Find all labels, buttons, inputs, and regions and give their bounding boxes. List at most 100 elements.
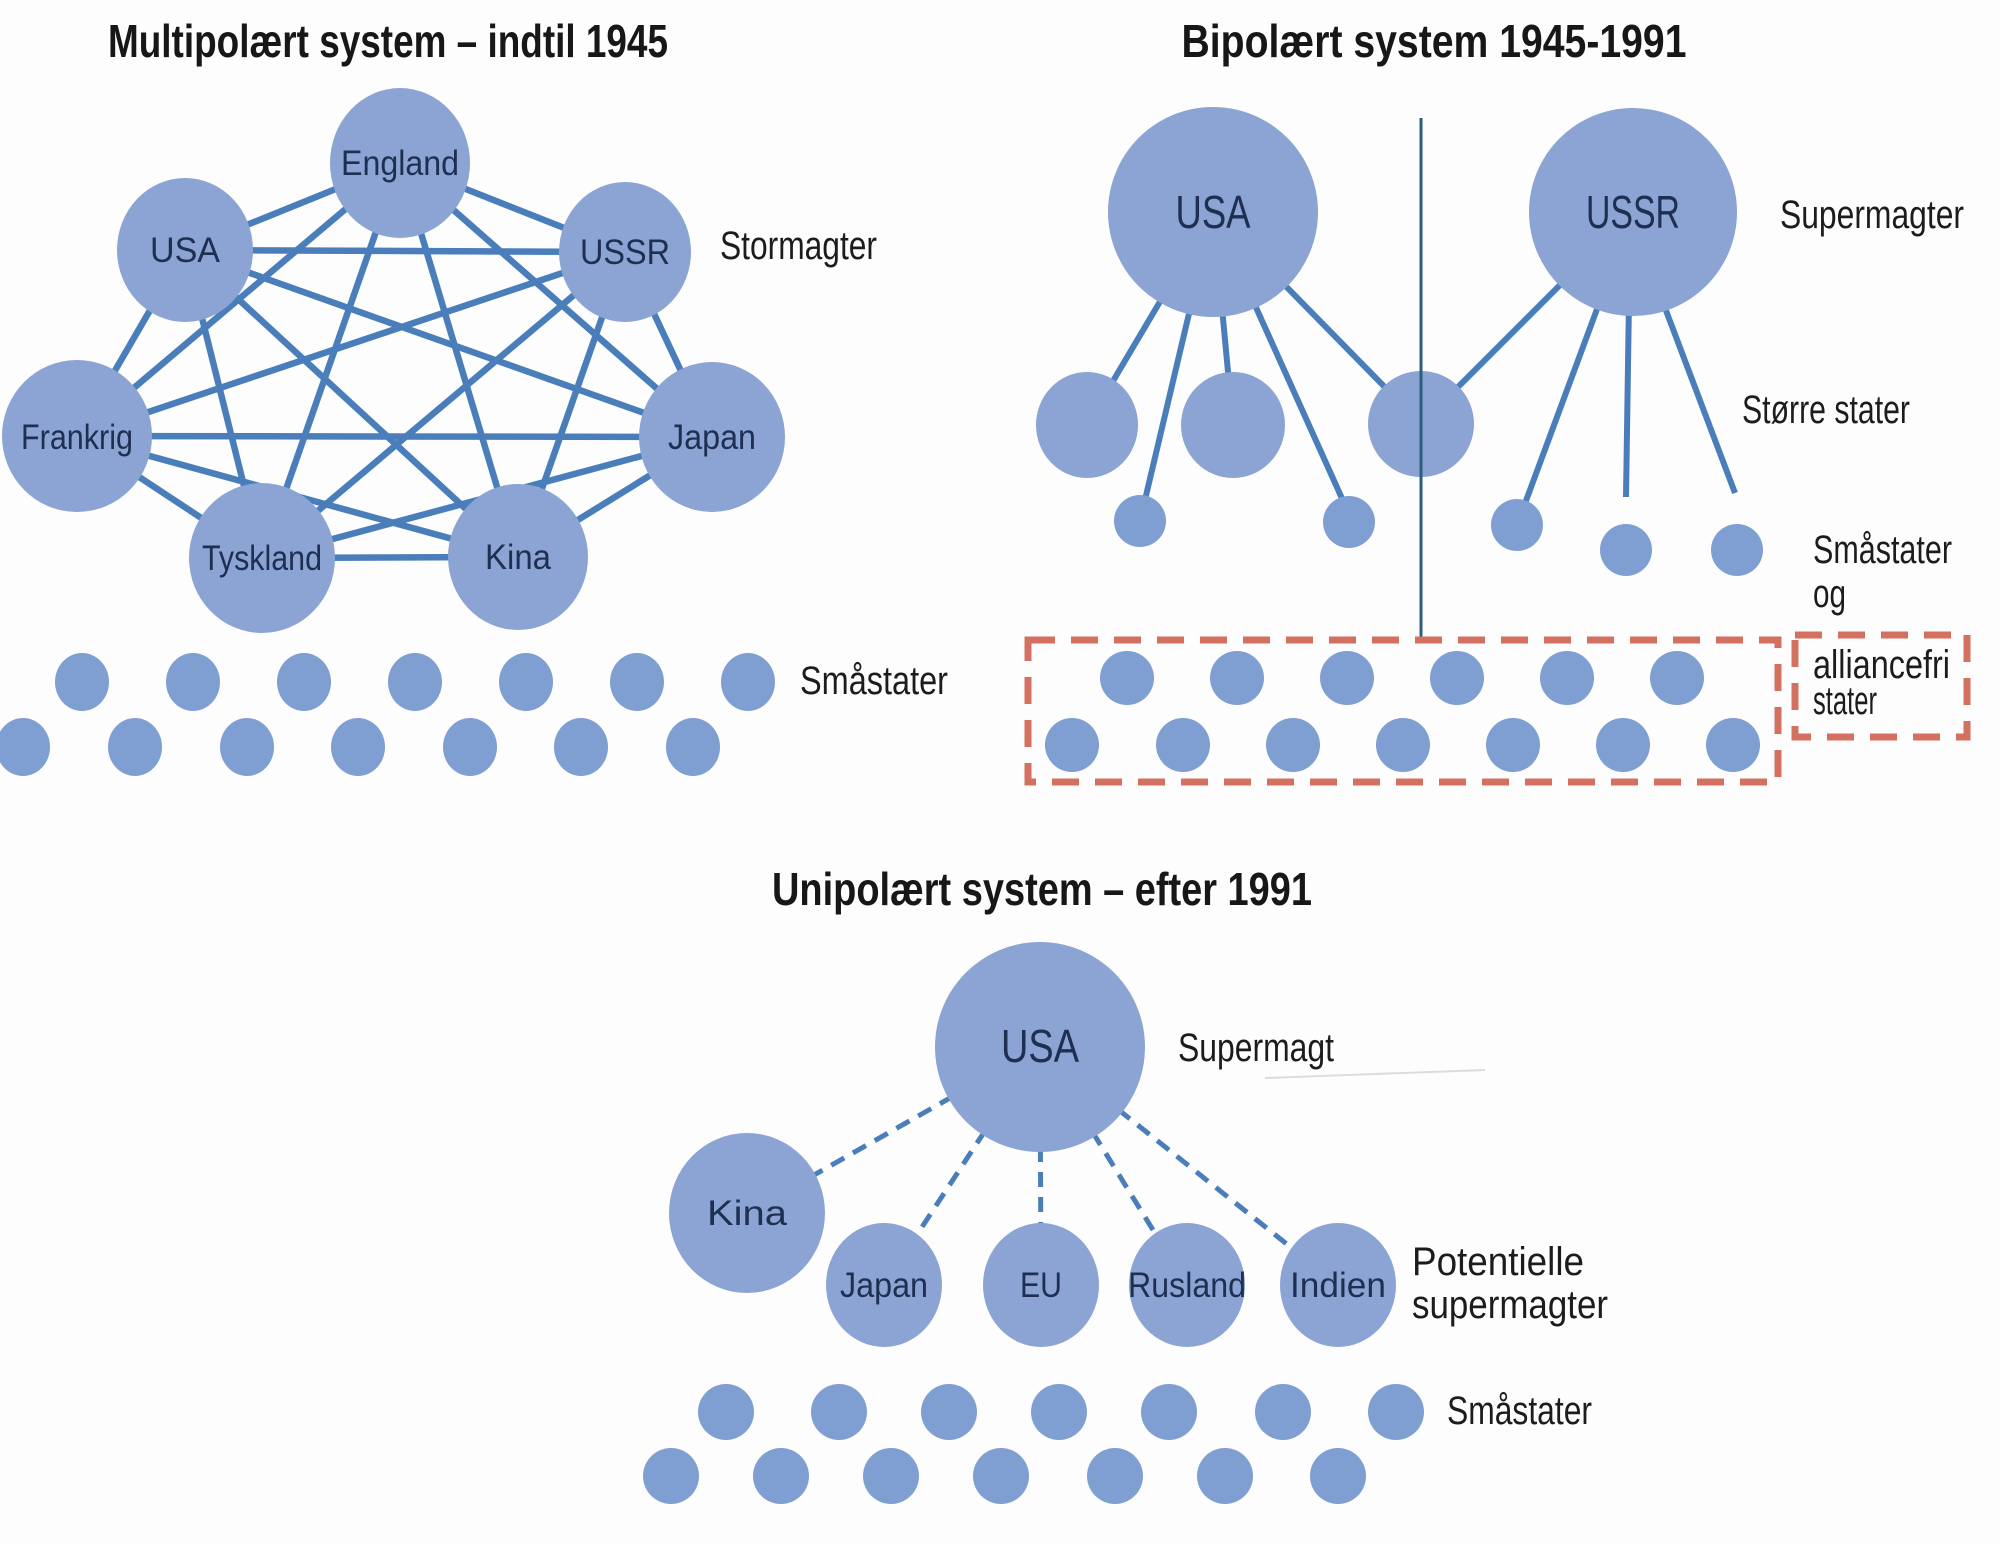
small-state-dot bbox=[1197, 1448, 1253, 1504]
small-state-dot bbox=[1114, 495, 1166, 547]
nonaligned-label-line1: alliancefri bbox=[1813, 643, 1950, 687]
node-usa-unipolar-circle bbox=[935, 942, 1145, 1152]
bipolar-diagram: Bipolært system 1945-1991 USA USSR Super… bbox=[1024, 15, 1971, 786]
small-state-dot bbox=[1210, 651, 1264, 705]
small-state-dot bbox=[108, 718, 162, 776]
unipolar-diagram: Unipolært system – efter 1991 USA Kina J… bbox=[643, 863, 1608, 1504]
small-state-dot bbox=[1596, 718, 1650, 772]
nonaligned-label-line2: stater bbox=[1813, 679, 1877, 723]
small-state-dot bbox=[220, 718, 274, 776]
bipolar-title: Bipolært system 1945-1991 bbox=[1182, 15, 1687, 67]
multipolar-small-states-label: Småstater bbox=[800, 659, 948, 703]
small-state-dot bbox=[1045, 718, 1099, 772]
small-state-dot bbox=[1711, 524, 1763, 576]
small-state-dot bbox=[921, 1384, 977, 1440]
node-indien-circle bbox=[1280, 1223, 1396, 1347]
small-state-dot bbox=[1031, 1384, 1087, 1440]
small-state-dot bbox=[331, 718, 385, 776]
larger-state-circle bbox=[1181, 372, 1285, 478]
node-japan-label: Japan bbox=[668, 418, 756, 457]
small-state-dot bbox=[863, 1448, 919, 1504]
small-state-dot bbox=[973, 1448, 1029, 1504]
edge bbox=[1659, 298, 1738, 495]
edge bbox=[259, 249, 628, 561]
node-japan-unipolar-circle bbox=[826, 1223, 942, 1347]
multipolar-small-states bbox=[0, 653, 775, 776]
potential-superpowers-label-line2: supermagter bbox=[1412, 1283, 1608, 1327]
multipolar-title: Multipolært system – indtil 1945 bbox=[108, 15, 668, 67]
unipolar-small-states-label: Småstater bbox=[1447, 1389, 1592, 1433]
small-state-dot bbox=[1100, 651, 1154, 705]
nonaligned-label-box bbox=[1791, 631, 1971, 741]
small-state-dot bbox=[166, 653, 220, 711]
node-tyskland-circle bbox=[189, 483, 335, 633]
node-usa-circle bbox=[117, 178, 253, 322]
small-state-dot bbox=[1600, 524, 1652, 576]
nonaligned-box bbox=[1024, 636, 1782, 786]
small-state-dot bbox=[753, 1448, 809, 1504]
node-kina-unipolar-circle bbox=[669, 1133, 825, 1293]
node-frankrig-circle bbox=[2, 360, 152, 512]
small-state-dot bbox=[1486, 718, 1540, 772]
unipolar-small-states bbox=[643, 1384, 1424, 1504]
node-indien-label: Indien bbox=[1290, 1266, 1386, 1305]
node-eu-circle bbox=[983, 1223, 1099, 1347]
small-state-dot bbox=[1323, 496, 1375, 548]
small-state-dot bbox=[1310, 1448, 1366, 1504]
node-ussr-superpower-label: USSR bbox=[1586, 186, 1680, 238]
node-usa-label: USA bbox=[150, 231, 221, 270]
node-usa-superpower-circle bbox=[1108, 107, 1318, 317]
node-frankrig-label: Frankrig bbox=[21, 418, 133, 457]
small-state-dot bbox=[721, 653, 775, 711]
small-state-dot bbox=[1255, 1384, 1311, 1440]
node-rusland-label: Rusland bbox=[1128, 1266, 1246, 1305]
node-eu-label: EU bbox=[1020, 1266, 1062, 1305]
small-state-dot bbox=[0, 718, 50, 776]
and-label: og bbox=[1813, 572, 1846, 616]
small-state-dot bbox=[388, 653, 442, 711]
nonaligned-small-states bbox=[1045, 651, 1760, 772]
small-state-dot bbox=[811, 1384, 867, 1440]
larger-states-label: Større stater bbox=[1742, 388, 1910, 432]
small-state-dot bbox=[1376, 718, 1430, 772]
scan-artifact-line bbox=[1264, 1069, 1486, 1079]
bipolar-small-states-label: Småstater bbox=[1813, 528, 1952, 572]
edge bbox=[76, 432, 713, 441]
node-japan-circle bbox=[639, 362, 785, 512]
edge bbox=[184, 246, 626, 256]
edge bbox=[183, 246, 714, 441]
node-ussr-label: USSR bbox=[580, 233, 670, 272]
node-rusland-circle bbox=[1129, 1223, 1245, 1347]
node-kina-circle bbox=[448, 484, 588, 630]
small-state-dot bbox=[1320, 651, 1374, 705]
great-powers-label: Stormagter bbox=[720, 224, 877, 268]
small-state-dot bbox=[1540, 651, 1594, 705]
small-state-dot bbox=[1650, 651, 1704, 705]
small-state-dot bbox=[55, 653, 109, 711]
edge bbox=[1623, 299, 1632, 498]
small-state-dot bbox=[1491, 499, 1543, 551]
small-state-dot bbox=[610, 653, 664, 711]
node-kina-label: Kina bbox=[485, 538, 551, 577]
superpower-label: Supermagt bbox=[1178, 1026, 1334, 1070]
node-england-circle bbox=[330, 88, 470, 238]
superpowers-label: Supermagter bbox=[1780, 193, 1964, 237]
node-england-label: England bbox=[341, 144, 459, 183]
small-state-dot bbox=[1706, 718, 1760, 772]
small-state-dot bbox=[1141, 1384, 1197, 1440]
node-kina-unipolar-label: Kina bbox=[707, 1194, 788, 1233]
unipolar-title: Unipolært system – efter 1991 bbox=[772, 863, 1312, 915]
multipolar-diagram: Multipolært system – indtil 1945 bbox=[0, 15, 948, 776]
small-state-dot bbox=[277, 653, 331, 711]
larger-state-circle bbox=[1036, 372, 1138, 478]
node-usa-unipolar-label: USA bbox=[1001, 1020, 1079, 1072]
small-state-dot bbox=[1156, 718, 1210, 772]
small-state-dot bbox=[1368, 1384, 1424, 1440]
small-state-dot bbox=[1430, 651, 1484, 705]
node-japan-unipolar-label: Japan bbox=[840, 1266, 928, 1305]
small-state-dot bbox=[443, 718, 497, 776]
small-state-dot bbox=[643, 1448, 699, 1504]
small-state-dot bbox=[554, 718, 608, 776]
